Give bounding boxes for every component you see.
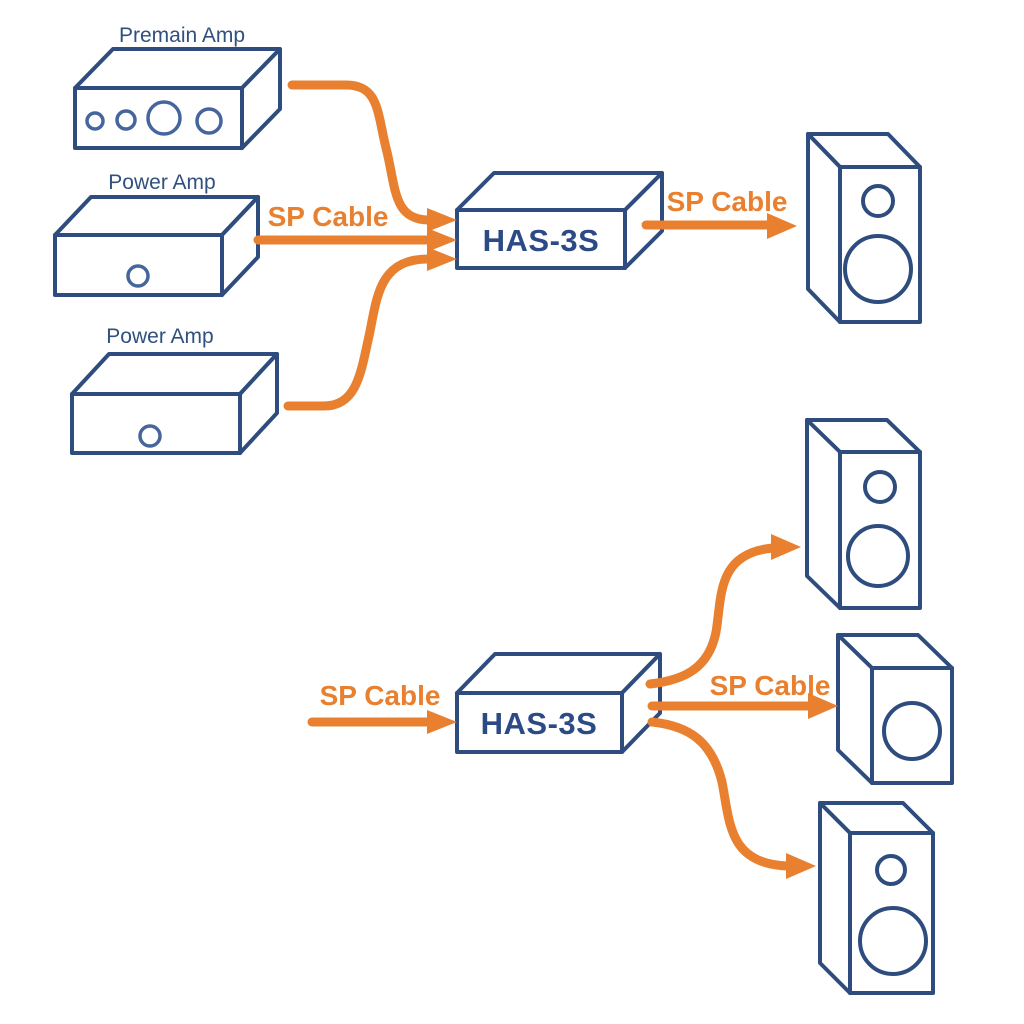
power-amp-2-device (70, 352, 279, 455)
speaker-bottom-1-left-face (805, 418, 842, 610)
has3s-bottom-device: HAS-3S (455, 652, 662, 754)
speaker-bottom-1-device (805, 418, 922, 610)
sp-cable-label-bottom-output: SP Cable (710, 670, 831, 701)
cable-premain-to-has3s (287, 80, 433, 225)
cables (253, 80, 838, 879)
power-amp-1-label: Power Amp (108, 171, 215, 194)
arrowhead-icon (427, 247, 457, 271)
power-amp-2-label: Power Amp (106, 325, 213, 348)
speaker-bottom-2-device (836, 633, 954, 785)
has3s-bottom-front-face (455, 691, 624, 754)
has3s-top-device: HAS-3S (455, 171, 664, 270)
woofer-icon (858, 906, 928, 976)
has3s-bottom-name: HAS-3S (481, 706, 598, 741)
speaker-top-left-face (806, 132, 842, 324)
woofer-icon (843, 234, 913, 304)
premain-amp-device (73, 47, 282, 150)
cable-poweramp2-to-has3s (283, 254, 433, 411)
speaker-bottom-1-front-face (838, 450, 922, 610)
sp-cable-label-top-output: SP Cable (667, 186, 788, 217)
tweeter-icon (863, 470, 897, 504)
tweeter-icon (861, 184, 895, 218)
arrowhead-icon (427, 208, 457, 232)
knob-icon (115, 109, 137, 131)
premain-amp-front-face (73, 86, 244, 150)
arrowhead-icon (427, 710, 457, 734)
sp-cable-label-top-input: SP Cable (268, 201, 389, 232)
arrowhead-icon (767, 213, 797, 239)
knob-icon (195, 107, 223, 135)
sp-cable-label-bottom-input: SP Cable (320, 680, 441, 711)
has3s-top-front-face (455, 208, 627, 270)
tweeter-icon (875, 854, 907, 886)
knob-icon (138, 424, 162, 448)
speaker-bottom-3-left-face (818, 801, 852, 995)
woofer-icon (882, 701, 942, 761)
cable-has3s-to-speaker-bottom-3 (647, 717, 793, 871)
speaker-top-front-face (838, 165, 922, 324)
speaker-top-device (806, 132, 922, 324)
woofer-icon (846, 524, 910, 588)
knob-icon (126, 264, 150, 288)
knob-icon (146, 100, 182, 136)
knob-icon (85, 111, 105, 131)
premain-amp-label: Premain Amp (119, 24, 245, 47)
speaker-bottom-3-front-face (848, 831, 935, 995)
cable-has3s-to-speaker-bottom-1 (645, 543, 778, 689)
arrowhead-icon (771, 534, 801, 560)
arrowhead-icon (808, 693, 838, 719)
arrowhead-icon (786, 853, 816, 879)
power-amp-1-device (53, 195, 260, 297)
arrowhead-icon (427, 228, 457, 252)
speaker-bottom-3-device (818, 801, 935, 995)
has3s-top-name: HAS-3S (483, 223, 600, 258)
